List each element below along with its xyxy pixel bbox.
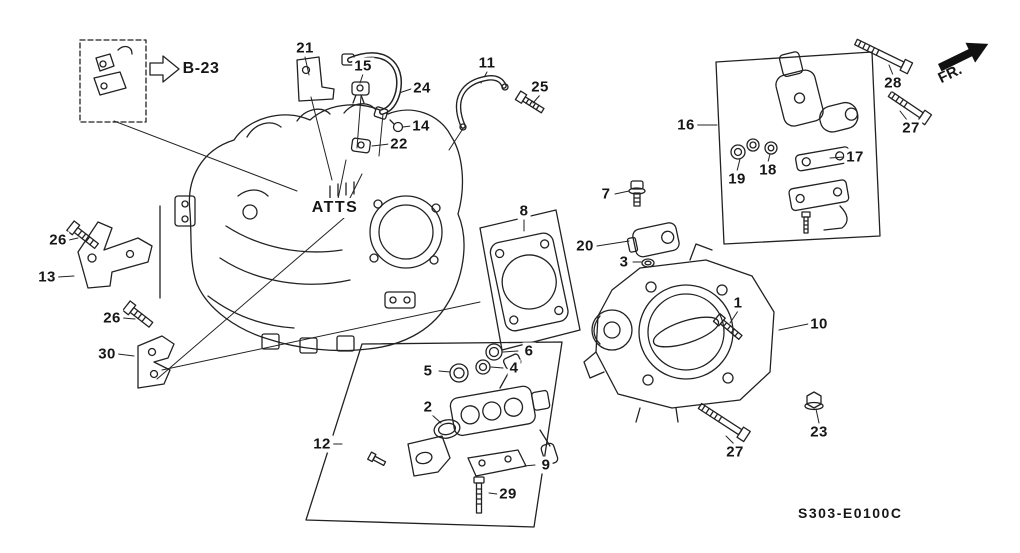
sensor-bolt-7	[628, 180, 646, 207]
hose-clamp-15	[351, 81, 370, 96]
bolt-25	[514, 90, 545, 114]
callout-16-7: 16	[675, 116, 697, 134]
callout-27-29: 27	[724, 443, 746, 461]
callout-10-21: 10	[808, 315, 830, 333]
callout-12-28: 12	[311, 435, 333, 453]
callout-26-19: 26	[101, 309, 123, 327]
callout-30-22: 30	[96, 345, 118, 363]
bracket-13	[77, 221, 153, 289]
bolt-29	[473, 476, 485, 514]
callout-13-18: 13	[36, 268, 58, 286]
stay-strap-11	[455, 75, 507, 129]
callout-20-16: 20	[574, 237, 596, 255]
bracket-30	[137, 335, 175, 389]
bolt-28	[854, 38, 914, 75]
callout-1-20: 1	[731, 294, 745, 312]
atts-label: ATTS	[308, 198, 362, 218]
callout-21-0: 21	[294, 39, 316, 57]
callout-22-6: 22	[388, 135, 410, 153]
callout-5-24: 5	[421, 362, 435, 380]
throttle-body	[583, 243, 775, 423]
left-brackets	[66, 205, 175, 389]
callout-18-12: 18	[757, 161, 779, 179]
bolt-26a	[66, 220, 99, 250]
intake-manifold	[174, 103, 465, 354]
stay-plate-9	[467, 449, 527, 477]
callout-14-5: 14	[410, 117, 432, 135]
b23-ref-label: B-23	[182, 60, 220, 77]
throttle-gasket-group	[479, 209, 581, 351]
callout-8-14: 8	[517, 202, 531, 220]
callout-4-25: 4	[507, 359, 521, 377]
callout-29-31: 29	[497, 485, 519, 503]
callout-17-10: 17	[844, 148, 866, 166]
fr-direction-arrow-icon	[938, 42, 989, 72]
gasket-2	[433, 419, 461, 439]
o-ring-19b	[746, 138, 760, 152]
callout-19-11: 19	[726, 170, 748, 188]
callout-23-27: 23	[808, 423, 830, 441]
gasket-plate-17	[794, 146, 851, 172]
bolt-27-bottom	[697, 402, 751, 443]
b23-bracket-group	[79, 39, 147, 123]
flange-nut-23	[804, 391, 824, 411]
fast-idle-valve-group	[305, 341, 563, 528]
hose-clamp-22	[350, 137, 372, 154]
bolt-1	[712, 313, 743, 340]
throttle-sensor-20	[626, 222, 680, 258]
clip-14	[392, 121, 404, 133]
callout-7-13: 7	[599, 185, 613, 203]
callout-9-30: 9	[539, 456, 553, 474]
leader-lines	[57, 56, 908, 495]
callout-6-23: 6	[522, 342, 536, 360]
stay-bracket-21	[296, 56, 335, 102]
diagram-part-code: S303-E0100C	[798, 505, 903, 521]
callout-3-17: 3	[617, 253, 631, 271]
callout-27-9: 27	[900, 119, 922, 137]
callout-26-15: 26	[47, 231, 69, 249]
purge-solenoid-group	[715, 51, 881, 245]
nut-3	[641, 258, 655, 268]
o-ring-19a	[730, 144, 746, 160]
callout-11-3: 11	[476, 54, 498, 72]
callout-25-4: 25	[529, 78, 551, 96]
callout-28-8: 28	[882, 74, 904, 92]
callout-2-26: 2	[421, 398, 435, 416]
o-ring-18	[764, 141, 778, 155]
top-fittings	[296, 52, 545, 154]
mounting-bolts-right	[697, 38, 933, 443]
b23-arrow-icon	[149, 55, 180, 83]
bolt-26b	[122, 300, 154, 328]
callout-24-2: 24	[411, 79, 433, 97]
callout-15-1: 15	[352, 57, 374, 75]
